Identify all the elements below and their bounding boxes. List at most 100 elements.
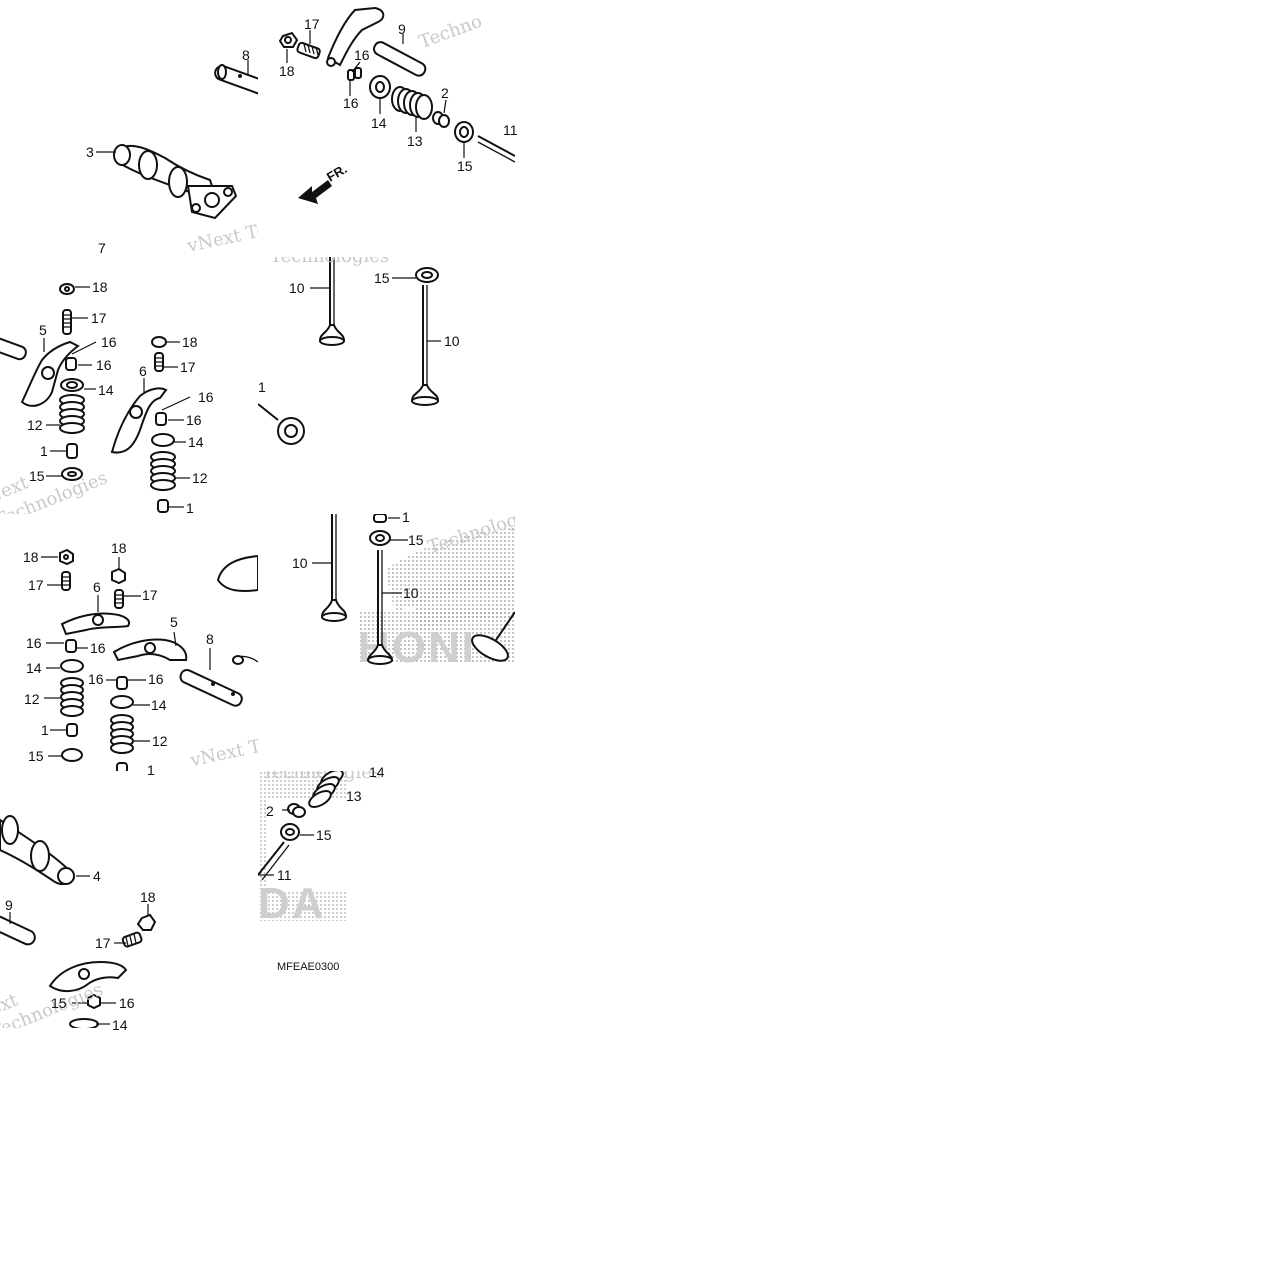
callout-number: 15 (374, 270, 390, 286)
clip-stub (232, 655, 258, 665)
svg-text:Technologies: Technologies (262, 762, 381, 783)
callout-number: 13 (346, 788, 362, 804)
callout-number: 15 (408, 532, 424, 548)
callout-number: 12 (192, 470, 208, 486)
callout-number: 8 (242, 47, 250, 63)
cotter-16 (65, 357, 77, 371)
nut-18 (278, 31, 299, 48)
adjuster-17a (61, 571, 71, 591)
retainer-14 (60, 378, 84, 392)
nut-18 (59, 283, 75, 295)
callout-number: 6 (93, 579, 101, 595)
seal-1 (66, 443, 78, 459)
callout-number: 1 (186, 500, 194, 516)
retainer-14 (369, 75, 391, 99)
rocker-arm-5 (20, 340, 80, 407)
camshaft-4 (0, 815, 76, 886)
rocker-shaft-8 (214, 64, 258, 97)
callout-number: 14 (369, 764, 385, 780)
spring-12a (60, 677, 84, 717)
seal-1 (373, 514, 387, 523)
seal-2 (432, 111, 450, 128)
callout-number: 6 (139, 363, 147, 379)
callout-number: 2 (266, 803, 274, 819)
honda-logo-text-2: DA (258, 879, 326, 928)
spring-12 (59, 394, 85, 434)
callout-number: 12 (152, 733, 168, 749)
callout-number: 16 (88, 671, 104, 687)
callout-number: 17 (28, 577, 44, 593)
valve-10b (410, 285, 440, 406)
retainer-14b (151, 433, 175, 447)
callout-number: 16 (148, 671, 164, 687)
callout-number: 5 (170, 614, 178, 630)
seal-2 (287, 803, 306, 818)
tile-valve-stem-lower: DA Technologies MFEAE0300 (258, 762, 381, 973)
callout-number: 18 (140, 889, 156, 905)
retainer-14 (69, 1018, 99, 1028)
callout-number: 14 (371, 115, 387, 131)
spring-12b (150, 451, 176, 491)
callout-number: 16 (354, 47, 370, 63)
callout-number: 1 (40, 443, 48, 459)
adjuster-17b (154, 352, 164, 372)
seat-15 (454, 121, 474, 143)
tile-rocker-assembly-2: vNext Technologies (41, 548, 258, 771)
rocker-arm-6 (110, 387, 168, 454)
rocker-shaft-9 (373, 41, 427, 77)
callout-number: 10 (444, 333, 460, 349)
rocker-arm-5 (112, 638, 188, 662)
callout-number: 13 (407, 133, 423, 149)
callout-number: 18 (111, 540, 127, 556)
callout-number: 15 (316, 827, 332, 843)
rocker-shaft-stub (0, 335, 27, 361)
seal-1a (66, 723, 78, 737)
callout-number: 17 (304, 16, 320, 32)
valve-10a (318, 257, 346, 346)
spring-13 (391, 86, 433, 120)
callout-number: 7 (98, 240, 106, 256)
callout-number: 16 (101, 334, 117, 350)
adjuster-17 (296, 41, 321, 60)
adjuster-17 (121, 931, 143, 948)
seat-15 (415, 267, 439, 283)
valve-11-head (258, 403, 305, 445)
camshaft-3 (113, 144, 238, 220)
callout-number: 12 (27, 417, 43, 433)
callout-number: 8 (206, 631, 214, 647)
callout-number: 5 (39, 322, 47, 338)
seat-15 (369, 530, 391, 546)
callout-number: 18 (279, 63, 295, 79)
callout-number: 11 (503, 122, 518, 138)
valve-11-head (471, 611, 515, 662)
callout-number: 12 (24, 691, 40, 707)
cotter-16b (116, 676, 128, 690)
svg-text:Technologies: Technologies (270, 246, 389, 267)
callout-number: 16 (343, 95, 359, 111)
callout-number: 16 (90, 640, 106, 656)
callout-number: 1 (258, 379, 266, 395)
callout-number: 16 (26, 635, 42, 651)
callout-number: 14 (151, 697, 167, 713)
callout-number: 15 (29, 468, 45, 484)
rocker-arm (48, 960, 128, 992)
seat-15 (280, 823, 300, 841)
seat-15a (61, 748, 83, 762)
callout-number: 15 (28, 748, 44, 764)
callout-number: 1 (147, 762, 155, 778)
adjuster-17b (114, 589, 124, 609)
callout-number: 16 (119, 995, 135, 1011)
tile-valves-2: HONI Technologies (312, 514, 515, 672)
rocker-arm-top (326, 6, 385, 67)
callout-number: 15 (51, 995, 67, 1011)
rocker-arm-stub (216, 554, 258, 592)
svg-text:Techno: Techno (416, 11, 485, 53)
seat-15 (61, 467, 83, 481)
nut-18b (111, 567, 126, 585)
spring-13 (308, 771, 344, 808)
valve-10b (366, 550, 394, 665)
callout-number: 10 (292, 555, 308, 571)
cotter-16a (65, 639, 77, 653)
callout-number: 14 (188, 434, 204, 450)
